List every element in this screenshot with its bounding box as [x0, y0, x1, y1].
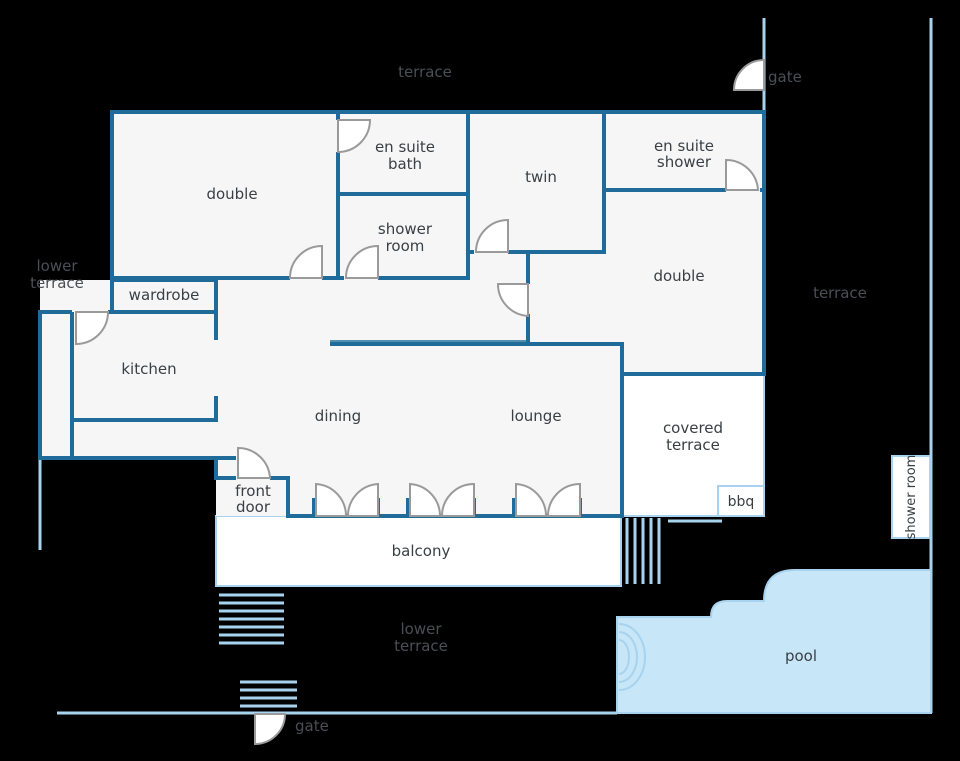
label-wardrobe: wardrobe — [129, 286, 200, 304]
door-balcony-1b[interactable] — [346, 482, 379, 517]
door-ensuite-bath[interactable] — [337, 119, 372, 154]
label-gate-top: gate — [768, 68, 802, 86]
label-dining: dining — [315, 407, 361, 425]
label-covered-terrace-2: terrace — [666, 436, 720, 454]
label-lounge: lounge — [510, 407, 561, 425]
label-double-left: double — [206, 185, 257, 203]
label-front-door-2: door — [236, 498, 271, 516]
door-twin[interactable] — [474, 218, 509, 253]
labels: terrace gate terrace lower terrace lower… — [30, 63, 919, 735]
label-twin: twin — [525, 168, 557, 186]
bbq — [717, 485, 765, 517]
door-balcony-2a[interactable] — [409, 482, 442, 517]
label-terrace-right: terrace — [813, 284, 867, 302]
label-outdoor-shower: shower room — [904, 455, 919, 540]
pool — [616, 569, 932, 714]
door-front[interactable] — [237, 446, 272, 479]
door-kitchen[interactable] — [75, 311, 110, 346]
steps-pool — [625, 518, 661, 584]
walls — [38, 110, 766, 518]
label-lower-terrace-left-2: terrace — [30, 274, 84, 292]
door-balcony-2b[interactable] — [440, 482, 475, 517]
label-pool: pool — [785, 647, 817, 665]
top-gate-icon[interactable] — [732, 58, 765, 91]
label-gate-bottom: gate — [295, 717, 329, 735]
label-ensuite-bath-1: en suite — [375, 138, 435, 156]
steps-bottom — [240, 680, 297, 708]
door-balcony-3b[interactable] — [546, 482, 581, 517]
pool-steps-icon — [618, 623, 646, 691]
doors — [75, 119, 760, 517]
door-ensuite-shower[interactable] — [725, 158, 760, 191]
label-bbq: bbq — [728, 494, 755, 510]
label-front-door-1: front — [235, 482, 271, 500]
door-double-right[interactable] — [496, 283, 529, 318]
label-shower-room-1: shower — [378, 220, 433, 238]
door-balcony-1a[interactable] — [315, 482, 348, 517]
label-shower-room-2: room — [386, 237, 425, 255]
label-covered-terrace-1: covered — [663, 419, 723, 437]
door-double-left[interactable] — [288, 244, 323, 279]
label-lower-terrace-left-1: lower — [36, 257, 78, 275]
balcony — [215, 515, 622, 587]
label-lower-terrace-bottom-2: terrace — [394, 637, 448, 655]
door-balcony-3a[interactable] — [515, 482, 548, 517]
label-ensuite-shower-1: en suite — [654, 137, 714, 155]
label-ensuite-shower-2: shower — [657, 153, 712, 171]
outdoor-shower-room — [891, 455, 931, 539]
label-balcony: balcony — [392, 542, 451, 560]
bottom-gate-icon[interactable] — [254, 713, 287, 746]
label-double-right: double — [653, 267, 704, 285]
label-ensuite-bath-2: bath — [388, 155, 422, 173]
steps-left — [219, 593, 284, 645]
label-kitchen: kitchen — [121, 360, 176, 378]
door-shower-room[interactable] — [344, 244, 379, 279]
label-terrace-top: terrace — [398, 63, 452, 81]
label-lower-terrace-bottom-1: lower — [400, 620, 442, 638]
